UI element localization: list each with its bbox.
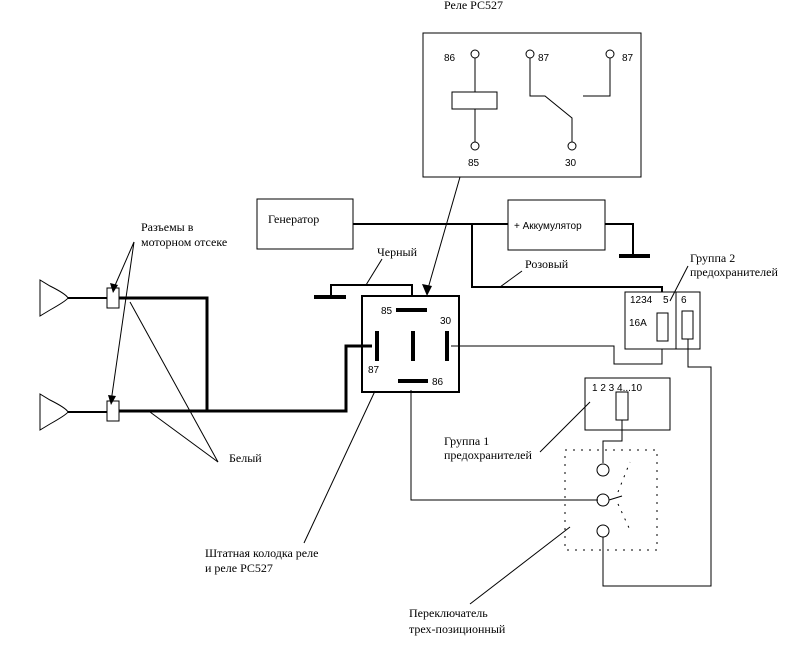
connectors-label-2: моторном отсеке	[141, 235, 227, 249]
horn-top	[39, 279, 69, 317]
fuse-group-2-label-2: предохранителей	[690, 265, 778, 279]
horn-bottom	[39, 393, 69, 431]
switch-terminal-middle	[596, 493, 610, 507]
fuse-group-1-label-1: Группа 1	[444, 434, 489, 448]
relay-pointer-line	[426, 176, 461, 293]
relay-fixed-contact	[583, 58, 611, 97]
connector-bottom	[106, 400, 120, 422]
relay-coil	[451, 91, 498, 110]
pointer-connector-top-arrowhead	[110, 283, 118, 293]
wire-fuse3-switch	[602, 420, 623, 463]
socket-label-1: Штатная колодка реле	[205, 546, 318, 560]
relay-label-85: 85	[468, 158, 480, 169]
socket-label-87: 87	[368, 365, 380, 376]
connectors-label-1: Разъемы в	[141, 220, 194, 234]
switch-label-2: трех-позиционный	[409, 622, 506, 636]
socket-label-85: 85	[381, 306, 393, 317]
fuse-group-2-slots: 1234	[630, 295, 653, 306]
switch-label-1: Переключатель	[409, 606, 488, 620]
fuse-group-2-slot-5: 5	[663, 295, 669, 306]
fuse-slot-5	[656, 312, 669, 342]
pointer-switch	[469, 526, 571, 605]
pointer-fuse-group-2	[669, 265, 689, 302]
wire-white-top	[119, 296, 209, 411]
socket-label-30: 30	[440, 316, 452, 327]
wire-battery-ground	[605, 223, 634, 255]
fuse-group-1-fuse-3	[615, 391, 629, 421]
pointer-white-top	[129, 301, 219, 463]
battery-label: + Аккумулятор	[514, 221, 582, 232]
label-pink: Розовый	[525, 257, 569, 271]
pointer-connector-top	[112, 241, 135, 291]
relay-label-87: 87	[622, 53, 634, 64]
fuse-group-2-slot-6: 6	[681, 295, 687, 306]
relay-terminal-85	[470, 141, 480, 151]
pointer-white-bottom	[149, 411, 219, 463]
pointer-connector-bottom-arrowhead	[108, 395, 116, 405]
wire-30-fuse5	[451, 341, 663, 365]
pointer-socket	[303, 390, 376, 544]
switch-lever-dash-up	[617, 461, 631, 493]
label-white: Белый	[229, 451, 262, 465]
relay-terminal-30	[567, 141, 577, 151]
relay-title: Реле РС527	[444, 0, 503, 12]
wire-fuse6-switch	[602, 339, 712, 587]
switch-terminal-top	[596, 463, 610, 477]
relay-label-30: 30	[565, 158, 577, 169]
pointer-black	[365, 258, 383, 286]
wire-black	[330, 284, 413, 303]
relay-label-86: 86	[444, 53, 456, 64]
socket-label-2: и реле РС527	[205, 561, 273, 575]
label-black: Черный	[377, 245, 418, 259]
fuse-group-2-rating: 16А	[629, 318, 647, 329]
relay-switch-contact	[529, 58, 573, 142]
switch-terminal-bottom	[596, 524, 610, 538]
wire-white-bottom	[119, 344, 372, 413]
switch-lever-dash-down	[617, 503, 631, 531]
wire-86-switch	[410, 390, 598, 501]
fuse-slot-6	[681, 310, 694, 340]
pointer-connector-bottom	[110, 241, 135, 403]
relay-label-87a: 87	[538, 53, 550, 64]
fuse-group-2-label-1: Группа 2	[690, 251, 735, 265]
relay-pointer-arrowhead	[422, 284, 432, 296]
fuse-group-1-label-2: предохранителей	[444, 448, 532, 462]
pointer-pink	[499, 270, 523, 288]
generator-label: Генератор	[268, 212, 319, 226]
fuse-group-1-slots: 1 2 3 4...10	[592, 383, 642, 394]
switch-lever	[608, 495, 623, 501]
socket-label-86: 86	[432, 377, 444, 388]
generator-box	[256, 198, 354, 250]
pointer-fuse-group-1	[539, 401, 591, 453]
